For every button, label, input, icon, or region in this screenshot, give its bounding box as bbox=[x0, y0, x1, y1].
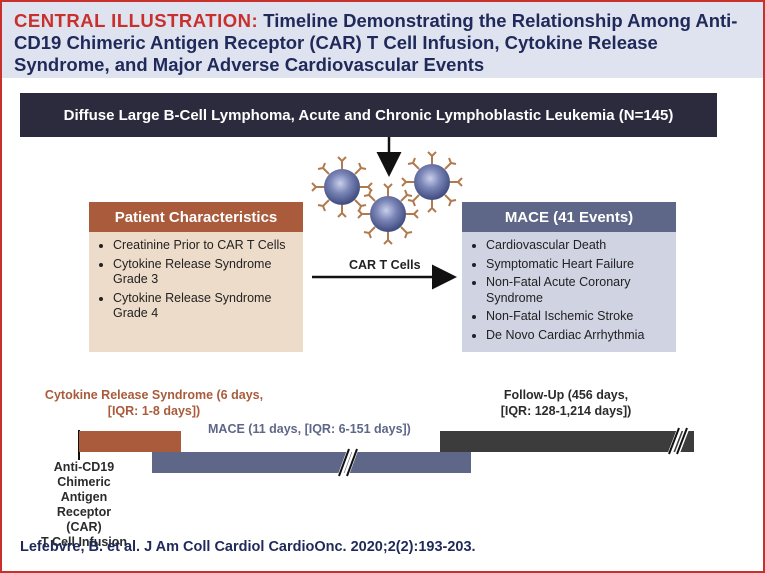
list-item: Non-Fatal Acute Coronary Syndrome bbox=[486, 275, 668, 306]
list-item: Cytokine Release Syndrome Grade 3 bbox=[113, 257, 295, 288]
car-t-cell-icon bbox=[357, 183, 419, 245]
infusion-label-line: Receptor (CAR) bbox=[56, 505, 112, 534]
citation: Lefebvre, B. et al. J Am Coll Cardiol Ca… bbox=[20, 539, 476, 555]
car-t-cells-label: CAR T Cells bbox=[349, 258, 421, 272]
list-item: Cytokine Release Syndrome Grade 4 bbox=[113, 291, 295, 322]
header-title: CENTRAL ILLUSTRATION: Timeline Demonstra… bbox=[14, 10, 754, 76]
crs-label-line: [IQR: 1-8 days]) bbox=[107, 404, 201, 418]
car-t-cell-icon bbox=[311, 156, 373, 218]
followup-timeline-label: Follow-Up (456 days, [IQR: 128-1,214 day… bbox=[476, 387, 656, 419]
header-banner: CENTRAL ILLUSTRATION: Timeline Demonstra… bbox=[2, 2, 763, 78]
list-item: Creatinine Prior to CAR T Cells bbox=[113, 238, 295, 254]
list-item: De Novo Cardiac Arrhythmia bbox=[486, 328, 668, 344]
list-item: Symptomatic Heart Failure bbox=[486, 257, 668, 273]
mace-title: MACE (41 Events) bbox=[462, 202, 676, 232]
patient-characteristics-list: Creatinine Prior to CAR T Cells Cytokine… bbox=[89, 232, 303, 352]
list-item: Cardiovascular Death bbox=[486, 238, 668, 254]
patient-characteristics-box: Patient Characteristics Creatinine Prior… bbox=[89, 202, 303, 352]
followup-label-line: Follow-Up (456 days, bbox=[503, 388, 629, 402]
crs-bar bbox=[79, 431, 181, 452]
infusion-label-line: Anti-CD19 bbox=[53, 460, 115, 474]
mace-axis-break bbox=[337, 448, 359, 477]
followup-axis-break bbox=[667, 427, 690, 455]
mace-timeline-label: MACE (11 days, [IQR: 6-151 days]) bbox=[208, 422, 411, 436]
population-banner: Diffuse Large B-Cell Lymphoma, Acute and… bbox=[20, 93, 717, 137]
crs-label-line: Cytokine Release Syndrome (6 days, bbox=[44, 388, 264, 402]
crs-timeline-label: Cytokine Release Syndrome (6 days, [IQR:… bbox=[30, 387, 278, 419]
figure-title: Timeline Demonstrating the Relationship … bbox=[14, 10, 738, 75]
patient-characteristics-title: Patient Characteristics bbox=[89, 202, 303, 232]
mace-list: Cardiovascular Death Symptomatic Heart F… bbox=[462, 232, 676, 352]
list-item: Non-Fatal Ischemic Stroke bbox=[486, 309, 668, 325]
infusion-label: Anti-CD19 Chimeric Antigen Receptor (CAR… bbox=[40, 460, 128, 550]
central-illustration-label: CENTRAL ILLUSTRATION: bbox=[14, 10, 259, 31]
infusion-label-line: Chimeric Antigen bbox=[57, 475, 111, 504]
mace-bar bbox=[152, 452, 471, 473]
mace-box: MACE (41 Events) Cardiovascular Death Sy… bbox=[462, 202, 676, 352]
infusion-label-line: T Cell Infusion bbox=[40, 535, 128, 549]
followup-label-line: [IQR: 128-1,214 days]) bbox=[500, 404, 632, 418]
followup-bar bbox=[440, 431, 694, 452]
car-t-cell-icon bbox=[401, 151, 463, 213]
